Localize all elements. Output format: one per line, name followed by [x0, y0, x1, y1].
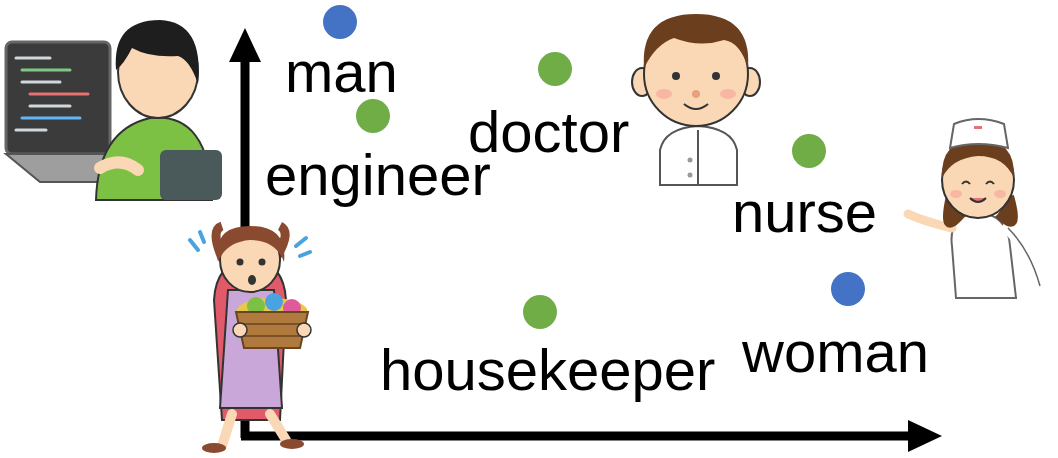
word-label: engineer — [265, 146, 491, 204]
doctor-figure — [632, 14, 760, 185]
word-label: doctor — [468, 103, 629, 161]
word-label: nurse — [732, 183, 877, 241]
axes — [229, 28, 942, 452]
engineer-figure — [6, 20, 222, 200]
word-label: housekeeper — [380, 341, 715, 399]
housekeeper-figure — [190, 226, 311, 453]
word-label: man — [285, 43, 398, 101]
word-label: woman — [742, 323, 929, 381]
nurse-figure — [908, 119, 1040, 298]
